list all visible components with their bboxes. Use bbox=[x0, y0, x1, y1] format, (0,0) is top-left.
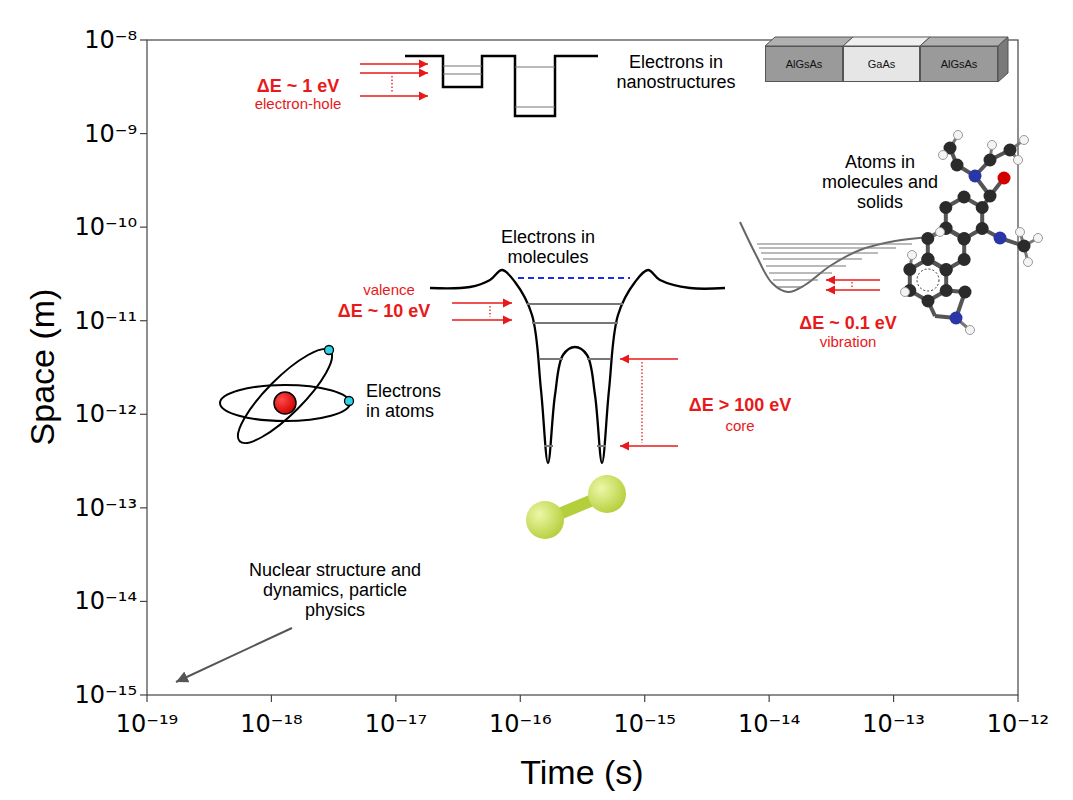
region-label: Electrons in nanostructures bbox=[601, 52, 751, 92]
tick-label: 10⁻¹² bbox=[75, 401, 137, 428]
vibrational-potential bbox=[740, 222, 930, 292]
pointer-arrow bbox=[176, 628, 292, 682]
layer-label: AlGsAs bbox=[786, 58, 823, 70]
transition-label: core bbox=[725, 418, 754, 435]
energy-label: ΔE ~ 1 eV bbox=[257, 76, 340, 96]
quantum-well bbox=[405, 56, 598, 116]
tick-label: 10⁻¹⁶ bbox=[489, 711, 551, 738]
transition-label: valence bbox=[363, 282, 415, 299]
molecular-potential bbox=[430, 270, 725, 463]
transition-arrows bbox=[360, 64, 428, 96]
tick-label: 10⁻¹⁵ bbox=[75, 682, 137, 709]
molecule-model bbox=[901, 131, 1043, 335]
axes-frame bbox=[147, 40, 1018, 695]
layer-label: AlGsAs bbox=[941, 58, 978, 70]
energy-levels bbox=[757, 244, 912, 287]
tick-label: 10⁻⁸ bbox=[84, 27, 137, 54]
transition-arrows bbox=[826, 280, 880, 290]
tick-label: 10⁻¹¹ bbox=[75, 307, 137, 334]
tick-label: 10⁻⁹ bbox=[84, 120, 137, 147]
tick-label: 10⁻¹² bbox=[987, 711, 1049, 738]
tick-label: 10⁻¹⁴ bbox=[738, 711, 800, 738]
axis-title: Space (m) bbox=[23, 289, 61, 446]
heterostructure-faces bbox=[765, 37, 1008, 82]
axis-title: Time (s) bbox=[520, 753, 643, 791]
region-label: Atoms in molecules and solids bbox=[816, 152, 944, 212]
vacuum-level bbox=[518, 277, 630, 279]
diatomic-molecule bbox=[526, 475, 626, 539]
layer-block: AlGsAs bbox=[920, 46, 998, 82]
layer-label: GaAs bbox=[868, 58, 896, 70]
axis-ticks bbox=[140, 40, 1018, 702]
tick-label: 10⁻¹³ bbox=[75, 494, 137, 521]
energy-label: ΔE > 100 eV bbox=[689, 395, 792, 415]
tick-label: 10⁻¹³ bbox=[862, 711, 924, 738]
energy-label: ΔE ~ 0.1 eV bbox=[799, 313, 897, 333]
tick-label: 10⁻¹⁷ bbox=[365, 711, 427, 738]
energy-levels bbox=[443, 66, 555, 107]
energy-levels bbox=[527, 304, 623, 446]
tick-label: 10⁻¹⁸ bbox=[240, 711, 302, 738]
atom-symbol bbox=[220, 338, 354, 454]
energy-label: ΔE ~ 10 eV bbox=[338, 301, 431, 321]
region-label: Nuclear structure and dynamics, particle… bbox=[235, 560, 435, 620]
tick-label: 10⁻¹⁴ bbox=[75, 588, 137, 615]
transition-label: electron-hole bbox=[255, 96, 342, 113]
tick-label: 10⁻¹⁹ bbox=[116, 711, 178, 738]
tick-label: 10⁻¹⁰ bbox=[75, 214, 137, 241]
transition-label: vibration bbox=[820, 334, 877, 351]
layer-block: GaAs bbox=[843, 46, 920, 82]
tick-label: 10⁻¹⁵ bbox=[613, 711, 675, 738]
layer-block: AlGsAs bbox=[765, 46, 843, 82]
region-label: Electrons in molecules bbox=[488, 227, 608, 267]
transition-arrows bbox=[452, 303, 678, 446]
region-label: Electrons in atoms bbox=[366, 381, 452, 421]
